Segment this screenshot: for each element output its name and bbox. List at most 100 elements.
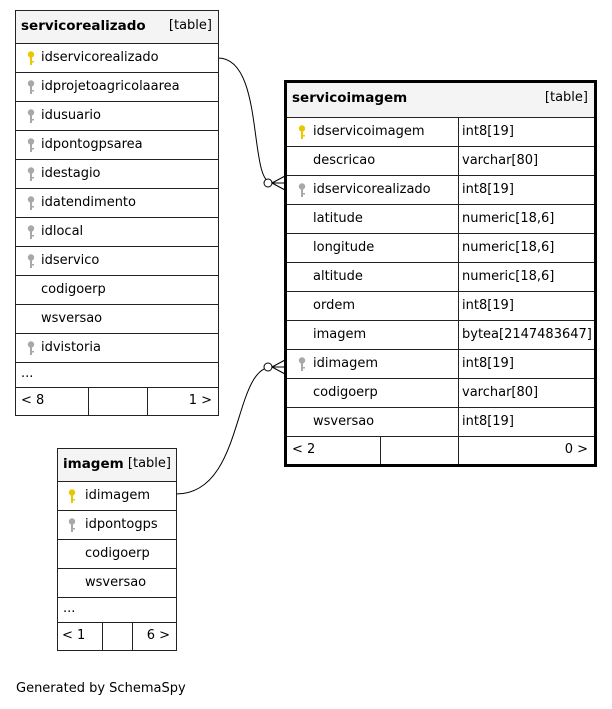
column-row[interactable]: idvistoria — [16, 333, 218, 362]
column-type: numeric[18,6] — [462, 240, 555, 255]
column-type: int8[19] — [462, 414, 514, 429]
table-imagem[interactable]: imagem [table] idimagem idpontogps codigoe… — [57, 448, 177, 651]
column-type: numeric[18,6] — [462, 211, 555, 226]
column-type: int8[19] — [462, 182, 514, 197]
parents-count[interactable]: < 8 — [21, 393, 45, 408]
column-row[interactable]: latitude numeric[18,6] — [287, 204, 594, 233]
column-type: varchar[80] — [462, 153, 539, 168]
column-name: idservicoimagem — [313, 124, 425, 139]
table-footer: < 8 1 > — [16, 387, 218, 415]
table-kind: [table] — [544, 90, 588, 105]
column-row[interactable]: ordem int8[19] — [287, 291, 594, 320]
column-row[interactable]: idpontogpsarea — [16, 130, 218, 159]
table-name: imagem — [63, 456, 124, 472]
edge-optional-marker — [263, 178, 273, 188]
table-kind: [table] — [168, 18, 212, 33]
table-footer: < 2 0 > — [287, 436, 594, 464]
more-columns-row: ... — [16, 362, 218, 387]
foreign-key-icon — [27, 138, 35, 153]
foreign-key-icon — [27, 225, 35, 240]
parents-count[interactable]: < 1 — [62, 628, 86, 643]
table-servicoimagem[interactable]: servicoimagem [table] idservicoimagem int… — [284, 80, 597, 467]
column-row[interactable]: longitude numeric[18,6] — [287, 233, 594, 262]
column-row[interactable]: idservicorealizado — [16, 43, 218, 72]
parents-count[interactable]: < 2 — [292, 442, 316, 457]
foreign-key-icon — [27, 341, 35, 356]
column-row[interactable]: idestagio — [16, 159, 218, 188]
column-name: idservicorealizado — [41, 50, 159, 65]
foreign-key-icon — [27, 80, 35, 95]
column-name: idprojetoagricolaarea — [41, 79, 180, 94]
column-name: idlocal — [41, 224, 84, 239]
column-name: idimagem — [313, 356, 379, 371]
column-type: int8[19] — [462, 124, 514, 139]
column-row[interactable]: idimagem — [58, 481, 176, 510]
column-name: idusuario — [41, 108, 101, 123]
foreign-key-icon — [27, 167, 35, 182]
column-name: wsversao — [85, 575, 147, 590]
children-count[interactable]: 1 > — [188, 393, 212, 408]
table-servicorealizado[interactable]: servicorealizado [table] idservicorealiz… — [15, 10, 219, 416]
column-name: idservico — [41, 253, 100, 268]
column-type: int8[19] — [462, 298, 514, 313]
primary-key-icon — [68, 489, 76, 504]
foreign-key-icon — [298, 357, 306, 372]
column-name: idvistoria — [41, 340, 101, 355]
column-row[interactable]: wsversao — [58, 568, 176, 597]
column-name: idatendimento — [41, 195, 136, 210]
children-count[interactable]: 0 > — [564, 442, 588, 457]
column-row[interactable]: idusuario — [16, 101, 218, 130]
column-name: latitude — [313, 211, 363, 226]
foreign-key-icon — [27, 196, 35, 211]
column-name: wsversao — [313, 414, 375, 429]
table-footer: < 1 6 > — [58, 622, 176, 650]
column-row[interactable]: codigoerp varchar[80] — [287, 378, 594, 407]
column-name: imagem — [313, 327, 367, 342]
foreign-key-icon — [27, 254, 35, 269]
column-row[interactable]: wsversao int8[19] — [287, 407, 594, 436]
children-count[interactable]: 6 > — [146, 628, 170, 643]
column-row[interactable]: descricao varchar[80] — [287, 146, 594, 175]
edge-imagem-servicoimagem — [175, 366, 273, 495]
column-row[interactable]: idservicoimagem int8[19] — [287, 117, 594, 146]
edge-crowfoot-marker — [271, 359, 286, 375]
table-header: imagem [table] — [58, 449, 176, 481]
column-name: ordem — [313, 298, 355, 313]
table-header: servicorealizado [table] — [16, 11, 218, 43]
column-name: longitude — [313, 240, 375, 255]
primary-key-icon — [27, 51, 35, 66]
table-name: servicorealizado — [21, 18, 146, 34]
column-type: varchar[80] — [462, 385, 539, 400]
column-name: descricao — [313, 153, 376, 168]
column-name: codigoerp — [41, 282, 106, 297]
column-name: idpontogps — [85, 517, 158, 532]
column-name: idimagem — [85, 488, 151, 503]
column-name: wsversao — [41, 311, 103, 326]
column-row[interactable]: codigoerp — [58, 539, 176, 568]
column-name: codigoerp — [313, 385, 378, 400]
primary-key-icon — [298, 125, 306, 140]
more-columns-ellipsis: ... — [21, 366, 34, 381]
column-row[interactable]: idservico — [16, 246, 218, 275]
more-columns-row: ... — [58, 597, 176, 622]
foreign-key-icon — [298, 183, 306, 198]
more-columns-ellipsis: ... — [63, 601, 76, 616]
column-row[interactable]: codigoerp — [16, 275, 218, 304]
column-name: idpontogpsarea — [41, 137, 143, 152]
column-name: codigoerp — [85, 546, 150, 561]
table-header: servicoimagem [table] — [287, 83, 594, 117]
column-type: numeric[18,6] — [462, 269, 555, 284]
column-row[interactable]: idprojetoagricolaarea — [16, 72, 218, 101]
column-row[interactable]: wsversao — [16, 304, 218, 333]
edge-crowfoot-marker — [271, 175, 286, 191]
column-row[interactable]: idpontogps — [58, 510, 176, 539]
column-row[interactable]: idatendimento — [16, 188, 218, 217]
edge-optional-marker — [263, 362, 273, 372]
column-row[interactable]: idlocal — [16, 217, 218, 246]
foreign-key-icon — [68, 518, 76, 533]
